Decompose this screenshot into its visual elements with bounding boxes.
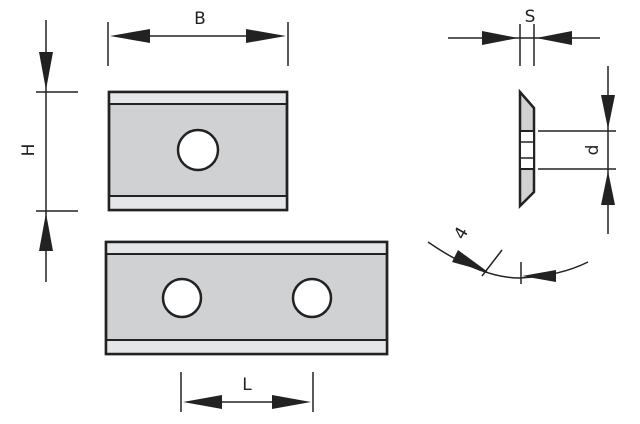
arrow-s-left (482, 31, 518, 45)
insert-body-long (104, 240, 389, 356)
side-hole-section (519, 130, 535, 170)
dimension-h: H (19, 20, 78, 282)
mounting-hole-right (291, 277, 333, 319)
arrow-d-bottom (601, 171, 615, 205)
arrow-s-right (536, 31, 572, 45)
dimension-l: L (180, 372, 314, 412)
label-b: B (194, 9, 206, 29)
label-s: S (525, 7, 536, 27)
insert-bottom-edge-long (105, 339, 388, 355)
arrow-l-right (272, 395, 311, 409)
insert-side-view (518, 88, 536, 210)
mounting-hole-left (161, 277, 203, 319)
insert-bottom-edge (108, 195, 288, 211)
dimension-d: d (538, 66, 616, 234)
insert-top-view-two-holes (104, 240, 389, 356)
arrow-b-left (110, 29, 150, 43)
arrow-d-top (601, 95, 615, 129)
label-angle: 4 (450, 224, 473, 243)
dimension-s: S (448, 7, 600, 66)
insert-top-edge-long (105, 241, 388, 255)
insert-top-view-single-hole (107, 90, 289, 212)
arrow-h-bottom (39, 213, 53, 251)
dimension-b: B (107, 9, 289, 66)
label-l: L (242, 375, 252, 395)
label-d: d (583, 145, 603, 156)
angle-indicator: 4 (427, 224, 589, 284)
arrow-h-top (39, 52, 53, 90)
mounting-hole (176, 128, 220, 172)
label-h: H (19, 144, 39, 157)
insert-top-edge (108, 91, 288, 105)
arrow-angle-left (452, 250, 488, 272)
arrow-angle-right (522, 270, 556, 282)
arrow-b-right (246, 29, 286, 43)
arrow-l-left (183, 395, 222, 409)
